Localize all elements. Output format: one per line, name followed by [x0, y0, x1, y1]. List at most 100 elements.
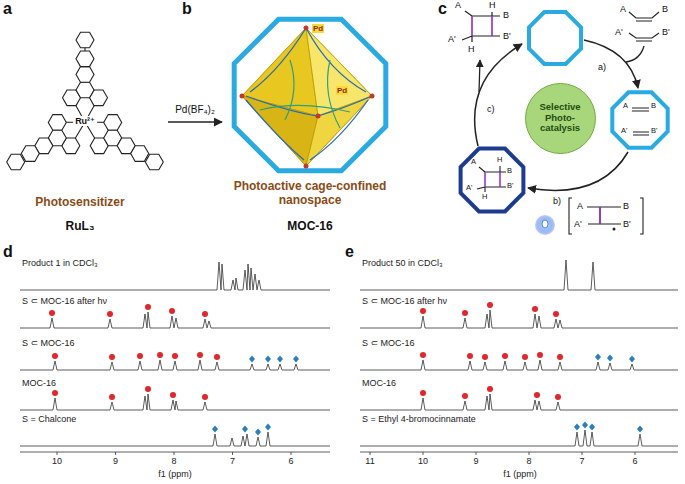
cage-octagon	[461, 149, 524, 212]
host-peak-dot	[52, 390, 58, 396]
panel-letter: c	[438, 0, 447, 18]
host-peak-dot	[482, 354, 488, 360]
substituent-label: B'	[651, 127, 657, 136]
axis-tick: 6	[288, 456, 293, 466]
guest-peak-diamond	[242, 426, 248, 433]
atom-label: Pd	[336, 86, 348, 95]
ring	[21, 146, 39, 162]
guest-peak-diamond	[277, 356, 283, 363]
panel-letter: b	[182, 0, 192, 18]
substituent-label: A	[577, 201, 583, 211]
axis-tick: 9	[113, 456, 118, 466]
ring	[104, 115, 122, 131]
radical-dot	[613, 228, 616, 231]
pd-atom	[370, 94, 375, 99]
pd-atom	[304, 26, 309, 31]
new-bond	[472, 16, 492, 36]
ring	[131, 146, 149, 162]
pd-atom	[304, 164, 309, 169]
host-peak-dot	[109, 394, 115, 400]
axis-title: f1 (ppm)	[503, 469, 537, 479]
host-peak-dot	[49, 310, 55, 316]
substituent-label: B	[507, 167, 512, 176]
guest-peak-markers	[212, 354, 643, 436]
axis-tick: 6	[632, 456, 637, 466]
panel-letter: e	[345, 243, 354, 261]
substituent-label: A'	[615, 27, 623, 37]
host-peak-dot	[52, 353, 58, 359]
panel-letter: d	[3, 243, 13, 261]
release-arrow	[479, 60, 480, 92]
axis-tick: 9	[473, 456, 478, 466]
substituent-label: A	[623, 102, 628, 111]
pd-atom	[240, 94, 245, 99]
new-bond	[485, 172, 500, 187]
trace-label: Product 1 in CDCl₃	[22, 258, 98, 268]
new-bond	[599, 207, 601, 224]
substituent-label: B	[503, 10, 509, 20]
substituent-label: B'	[507, 182, 513, 191]
alkene-bond	[632, 108, 649, 135]
nmr-trace	[20, 432, 330, 446]
substituent-label: B	[662, 4, 668, 14]
guest-peak-diamond	[595, 354, 601, 361]
host-peak-dot	[487, 386, 493, 392]
trace-label: S = Chalcone	[22, 414, 76, 424]
axis-title: f1 (ppm)	[158, 469, 192, 479]
ring	[76, 67, 94, 83]
guest-peak-diamond	[265, 424, 271, 431]
circle-label: Selective Photo-catalysis	[532, 102, 588, 135]
trace-label: Product 50 in CDCl₃	[362, 258, 443, 268]
substituent-label: A	[620, 4, 626, 14]
host-peak-dot	[462, 310, 468, 316]
guest-peak-diamond	[293, 356, 299, 363]
guest-peak-diamond	[574, 424, 580, 431]
trace-label: MOC-16	[362, 378, 396, 388]
substituent-label: A'	[448, 34, 456, 44]
host-peak-dot	[420, 352, 426, 358]
octahedron-face	[242, 28, 372, 166]
trace-label: S ⊂ MOC-16 after hν	[22, 296, 107, 306]
feed-line	[626, 46, 644, 62]
ring	[76, 32, 94, 48]
host-peak-dot	[157, 352, 163, 358]
nmr-trace	[360, 360, 678, 370]
substituent-label: B'	[623, 219, 631, 229]
substituent-label: H	[497, 156, 502, 165]
nmr-trace	[360, 430, 678, 446]
guest-peak-diamond	[249, 356, 255, 363]
spectra-e	[360, 260, 678, 455]
circle-text-holder: Selective Photo-catalysis	[532, 102, 588, 135]
compound-label: RuL₃	[66, 220, 95, 234]
ligand-wire	[260, 60, 350, 128]
light-glow	[535, 215, 555, 235]
host-peak-dot	[522, 354, 528, 360]
substituent-label: A'	[574, 219, 582, 229]
substituent-label: A'	[466, 184, 472, 193]
step-label: c)	[487, 104, 495, 114]
cycle-arrow	[584, 40, 638, 88]
host-peak-dot	[532, 306, 538, 312]
host-peak-dot	[145, 304, 151, 310]
host-peak-dot	[420, 308, 426, 314]
axis-tick: 8	[526, 456, 531, 466]
axis-tick: 11	[365, 456, 374, 466]
x-axis	[20, 452, 330, 455]
axis-tick: 10	[418, 456, 428, 466]
host-peak-dot	[202, 394, 208, 400]
nmr-trace	[20, 312, 330, 328]
host-peak-dot	[169, 308, 175, 314]
guest-peak-diamond	[589, 424, 595, 431]
substituent-label: H	[468, 44, 475, 54]
host-peak-dot	[172, 353, 178, 359]
substituent-label: B	[651, 102, 656, 111]
guest-peak-diamond	[629, 356, 635, 363]
substituent-label: B'	[503, 31, 511, 41]
alkene-bond	[629, 12, 659, 41]
bracket	[569, 198, 643, 234]
host-peak-dot	[555, 394, 561, 400]
caption-label: Photosensitizer	[35, 196, 124, 210]
host-peak-dot	[534, 392, 540, 398]
caption-label: Photoactive cage-confined nanospace	[230, 180, 390, 208]
